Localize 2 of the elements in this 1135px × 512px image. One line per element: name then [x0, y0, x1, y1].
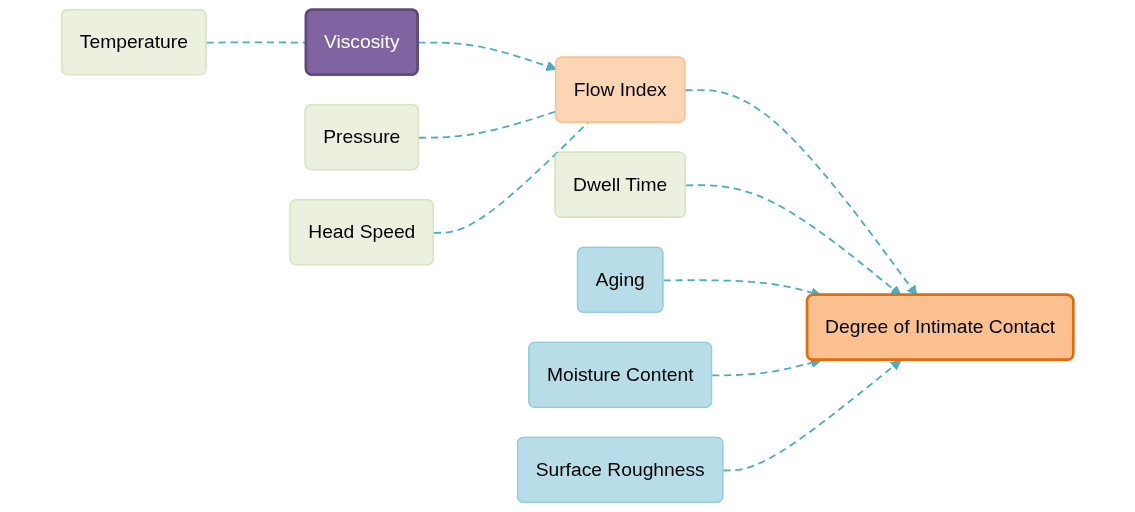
connector — [433, 121, 589, 234]
arrow — [722, 359, 902, 472]
